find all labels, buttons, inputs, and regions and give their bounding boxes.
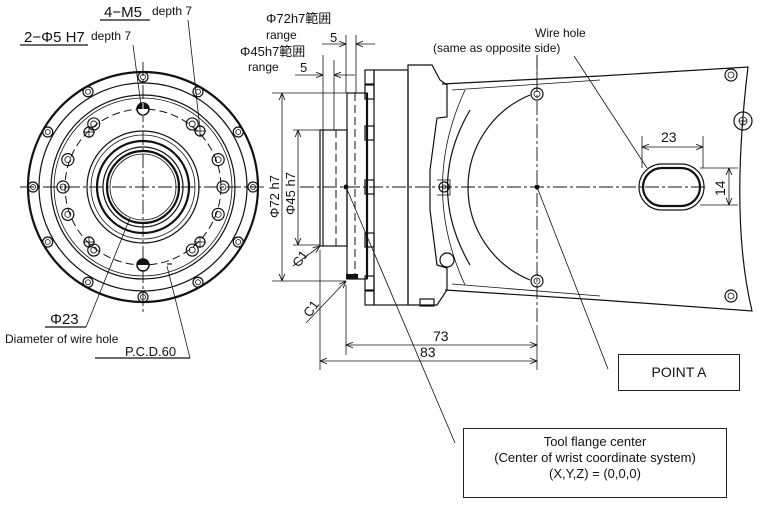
dim-5-lower: 5 xyxy=(300,60,307,75)
outer-bolt-hole xyxy=(192,86,204,98)
outer-bolt-hole-inner xyxy=(44,239,51,245)
pin-depth-label: depth 7 xyxy=(91,29,131,43)
outer-bolt-hole-inner xyxy=(85,88,91,95)
outer-bolt-hole-inner xyxy=(195,279,201,286)
inner-bolt-hole xyxy=(216,180,230,194)
tool-flange-center-callout: Tool flange center (Center of wrist coor… xyxy=(463,428,727,498)
dia72-label: Φ72 h7 xyxy=(267,175,282,218)
outer-bolt-hole-inner xyxy=(140,74,146,80)
inner-bolt-hole xyxy=(185,243,199,257)
outer-bolt-hole xyxy=(247,181,259,193)
outer-bolt-hole xyxy=(232,236,244,248)
chamfer-label-1: C1 xyxy=(289,247,311,269)
dia72-range-jp: Φ72h7範囲 xyxy=(266,11,331,26)
pcd-label: P.C.D.60 xyxy=(125,344,176,359)
dowel-pin-holes xyxy=(136,102,150,272)
inner-bolt-hole xyxy=(185,117,199,131)
slot-height-label: 14 xyxy=(712,180,728,196)
tap-label: 4−M5 xyxy=(104,4,142,21)
outer-bolt-hole xyxy=(137,71,149,83)
inner-bolt-hole-inner xyxy=(59,183,67,191)
inner-bolt-holes xyxy=(56,117,230,257)
inner-bolt-hole-inner xyxy=(214,156,222,164)
inner-bolt-hole xyxy=(211,153,225,167)
outer-bolt-hole xyxy=(232,126,244,138)
tool-flange-line1: Tool flange center xyxy=(543,434,647,449)
inner-bolt-hole xyxy=(61,153,75,167)
outer-bolt-hole-inner xyxy=(30,184,36,190)
outer-bolt-hole xyxy=(137,291,149,303)
m5-tapped-holes xyxy=(83,125,206,248)
inner-bolt-hole xyxy=(87,243,101,257)
dia45-range-en: range xyxy=(248,60,279,74)
inner-bolt-hole-inner xyxy=(188,120,196,128)
outer-bolt-hole xyxy=(27,181,39,193)
dia45-label: Φ45 h7 xyxy=(283,172,298,215)
inner-bolt-hole-inner xyxy=(188,246,196,254)
dia45-range-jp: Φ45h7範囲 xyxy=(240,44,305,59)
wire-hole-leaders xyxy=(536,55,648,169)
tap-depth-label: depth 7 xyxy=(152,4,192,18)
point-a-label: POINT A xyxy=(651,364,707,380)
outer-bolt-hole-inner xyxy=(140,294,146,300)
outer-bolt-hole-inner xyxy=(44,129,51,135)
side-view-flange xyxy=(300,55,753,325)
tool-flange-line3: (X,Y,Z) = (0,0,0) xyxy=(549,466,641,481)
outer-bolt-hole xyxy=(82,86,94,98)
outer-bolt-hole xyxy=(82,276,94,288)
wire-hole-slot xyxy=(638,136,738,211)
pin-label: 2−Φ5 H7 xyxy=(24,29,85,46)
inner-bolt-hole xyxy=(61,207,75,221)
dim-83-label: 83 xyxy=(420,344,436,360)
outer-bolt-hole-inner xyxy=(235,129,242,135)
side-view-dimensions xyxy=(272,35,609,444)
inner-bolt-hole xyxy=(56,180,70,194)
inner-bolt-hole-inner xyxy=(214,210,222,218)
outer-bolt-hole-inner xyxy=(85,279,91,286)
inner-bolt-hole-inner xyxy=(219,183,227,191)
inner-bolt-hole-inner xyxy=(90,120,98,128)
outer-bolt-holes xyxy=(27,71,259,303)
outer-bolt-hole-inner xyxy=(250,184,256,190)
dim-5-upper: 5 xyxy=(330,30,337,45)
inner-bolt-hole-inner xyxy=(64,210,72,218)
wire-hole-diameter-label: Φ23 xyxy=(50,311,79,328)
front-view-annotations xyxy=(20,19,201,359)
inner-bolt-hole xyxy=(211,207,225,221)
outer-bolt-hole-inner xyxy=(235,239,242,245)
outer-bolt-hole xyxy=(42,236,54,248)
inner-bolt-hole-inner xyxy=(90,246,98,254)
chamfer-label-2: C1 xyxy=(300,297,322,319)
dim-73-label: 73 xyxy=(433,328,449,344)
dia72-range-en: range xyxy=(266,28,297,42)
tool-flange-line2: (Center of wrist coordinate system) xyxy=(494,450,696,465)
wire-hole-note: (same as opposite side) xyxy=(433,41,560,55)
outer-bolt-hole xyxy=(192,276,204,288)
point-a-callout: POINT A xyxy=(618,354,740,391)
wire-hole-caption: Diameter of wire hole xyxy=(5,332,119,346)
slot-width-label: 23 xyxy=(661,129,677,145)
inner-bolt-hole-inner xyxy=(64,156,72,164)
outer-bolt-hole xyxy=(42,126,54,138)
inner-bolt-hole xyxy=(87,117,101,131)
wire-hole-title: Wire hole xyxy=(535,26,586,40)
